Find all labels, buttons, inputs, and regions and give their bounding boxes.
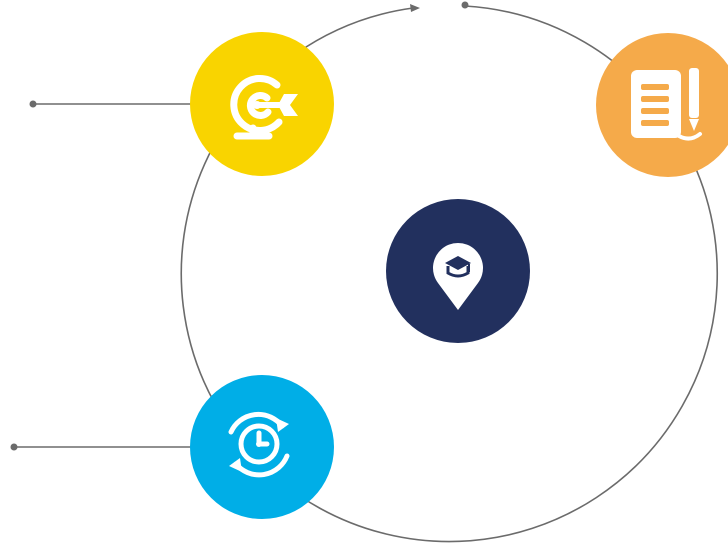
target-node <box>190 32 334 176</box>
cycle-arrowhead <box>410 4 420 12</box>
document-node <box>596 33 728 177</box>
time-leader-dot <box>10 443 18 451</box>
time-node <box>190 375 334 519</box>
cycle-ring-start-dot <box>461 1 469 9</box>
clock-cycle-arrowheads-icon <box>229 418 289 472</box>
target-leader-dot <box>29 100 37 108</box>
document-pencil-icon <box>631 68 702 141</box>
target-arrow-icon <box>230 75 283 140</box>
graduation-cap-location-pin-icon <box>432 242 483 310</box>
target-arrow-shaft-icon <box>253 94 298 116</box>
time-node-disc <box>190 375 334 519</box>
center-node <box>386 199 530 343</box>
